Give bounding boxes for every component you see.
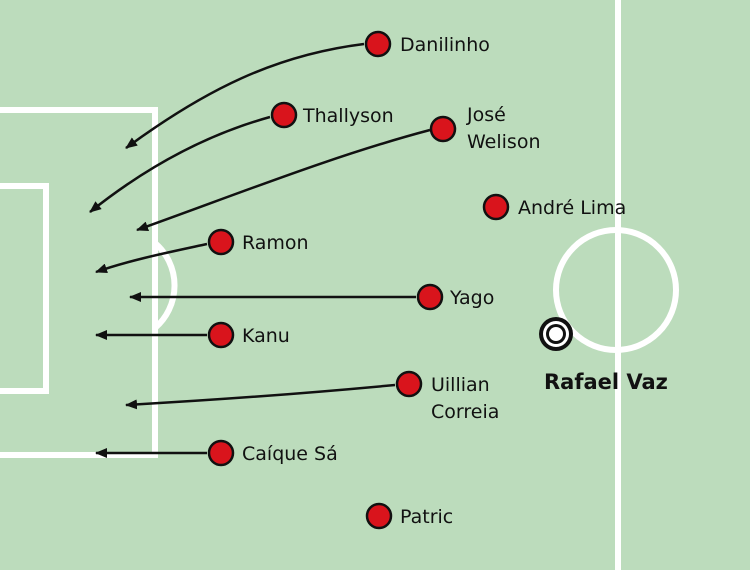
arrow-danilinho <box>125 42 365 150</box>
player-danilinho <box>364 30 392 58</box>
players <box>207 30 510 530</box>
label-andre-lima: André Lima <box>518 197 626 219</box>
player-uillian-correia <box>395 370 423 398</box>
label-yago: Yago <box>449 287 494 309</box>
ball-icon <box>549 327 563 341</box>
label-kanu: Kanu <box>242 325 290 347</box>
arrow-thallyson <box>89 115 271 213</box>
label-jose-welison-line2: Welison <box>467 131 541 153</box>
player-andre-lima <box>482 193 510 221</box>
label-danilinho: Danilinho <box>400 34 490 56</box>
player-kanu <box>207 321 235 349</box>
player-thallyson <box>270 101 298 129</box>
label-rafael-vaz: Rafael Vaz <box>544 370 668 394</box>
player-jose-welison <box>429 115 457 143</box>
label-uillian-correia-line2: Correia <box>431 401 499 423</box>
label-uillian-correia-line1: Uillian <box>431 374 490 396</box>
arrow-jose-welison <box>136 128 431 232</box>
player-patric <box>365 502 393 530</box>
center-circle <box>553 227 679 353</box>
goal-area <box>0 183 49 394</box>
label-jose-welison-line1: José <box>466 104 506 126</box>
player-ramon <box>207 228 235 256</box>
penalty-box <box>0 107 158 458</box>
ball-carrier-marker <box>539 317 573 351</box>
run-arrows <box>89 42 431 458</box>
label-caique-sa: Caíque Sá <box>242 443 338 465</box>
arrow-ramon <box>95 242 208 274</box>
label-ramon: Ramon <box>242 232 309 254</box>
player-yago <box>416 283 444 311</box>
label-thallyson: Thallyson <box>302 105 394 127</box>
penalty-arc <box>152 240 178 331</box>
player-labels: Danilinho Thallyson José Welison André L… <box>242 34 668 528</box>
arrow-uillian-correia <box>125 383 396 410</box>
label-patric: Patric <box>400 506 453 528</box>
player-caique-sa <box>207 439 235 467</box>
pitch-markings <box>0 0 679 570</box>
